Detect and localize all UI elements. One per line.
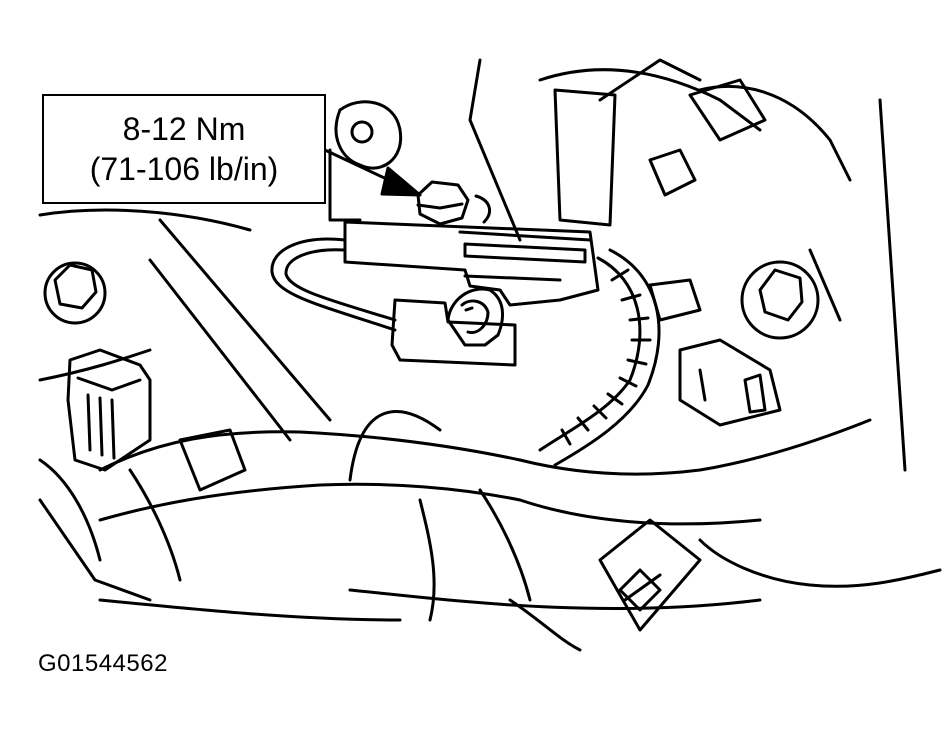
right-harness-connector — [648, 278, 782, 427]
corrugated-wire-harness — [538, 248, 661, 467]
flange-bolt-left — [43, 261, 107, 325]
torque-lbin-value: (71-106 lb/in) — [89, 151, 279, 187]
torque-spec-callout: 8-12 Nm (71-106 lb/in) — [42, 94, 326, 204]
lower-bracket — [98, 518, 942, 652]
main-wire-harness — [38, 410, 872, 622]
flange-bolt-right — [740, 248, 842, 340]
left-electrical-connector — [66, 348, 152, 472]
torque-bolt — [416, 180, 492, 226]
sensor-bracket — [343, 220, 600, 307]
sensor-wire-loop — [270, 237, 397, 332]
upper-right-connector — [648, 78, 767, 197]
callout-leader-arrow — [323, 148, 422, 197]
figure-id-label: G01544562 — [38, 650, 168, 677]
torque-nm-value: 8-12 Nm — [122, 111, 246, 147]
sensor-body — [390, 287, 517, 367]
engine-block-outline — [38, 58, 907, 472]
